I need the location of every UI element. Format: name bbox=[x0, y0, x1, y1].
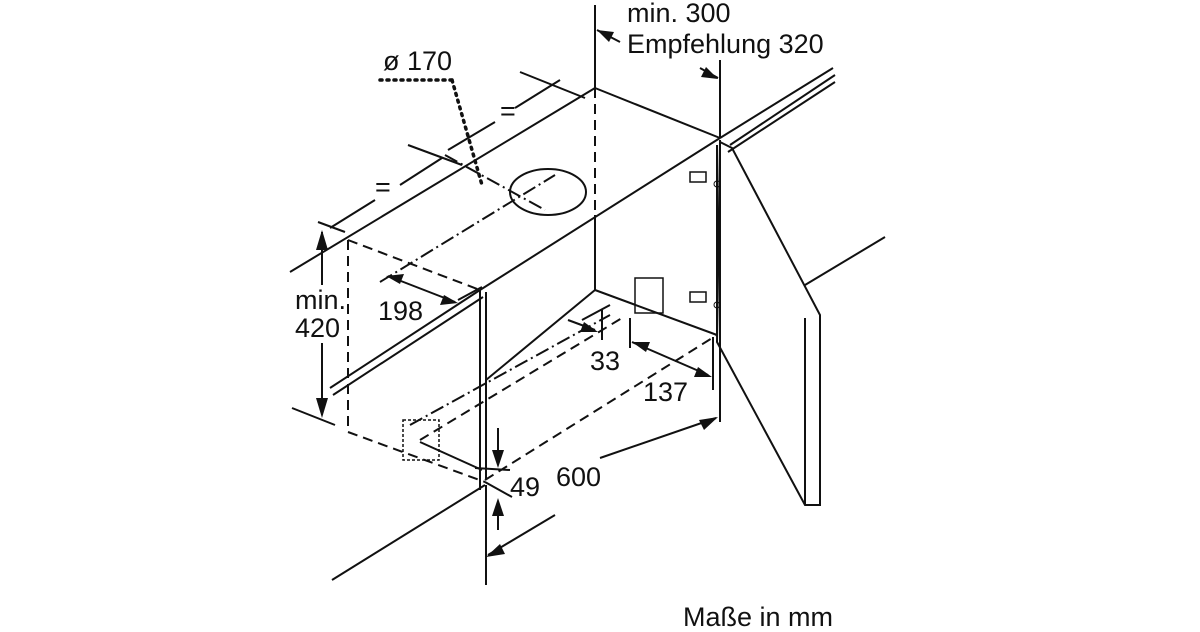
top-back-edge bbox=[594, 87, 721, 139]
mounting-bracket-left bbox=[402, 419, 440, 461]
dim-600: 600 bbox=[556, 462, 602, 492]
dim-420: 420 bbox=[295, 313, 341, 343]
dim-recommend-320: Empfehlung 320 bbox=[627, 29, 824, 59]
cabinet-door bbox=[715, 140, 821, 506]
dim-equal-lower: = bbox=[375, 172, 391, 202]
dim-equal-upper: = bbox=[500, 96, 516, 126]
top-left-edge bbox=[289, 87, 596, 273]
top-front-edge bbox=[479, 137, 721, 291]
dim-33: 33 bbox=[590, 346, 621, 376]
dim-49: 49 bbox=[510, 472, 541, 502]
dim-min-300: min. 300 bbox=[627, 0, 731, 28]
dim-198: 198 bbox=[378, 296, 424, 326]
mounting-bracket-right bbox=[634, 277, 664, 314]
dim-diameter: ø 170 bbox=[383, 46, 453, 76]
exhaust-hole bbox=[509, 168, 587, 216]
dim-137: 137 bbox=[643, 377, 689, 407]
units-note: Maße in mm bbox=[683, 602, 834, 632]
dim-min-label: min. bbox=[295, 285, 347, 315]
